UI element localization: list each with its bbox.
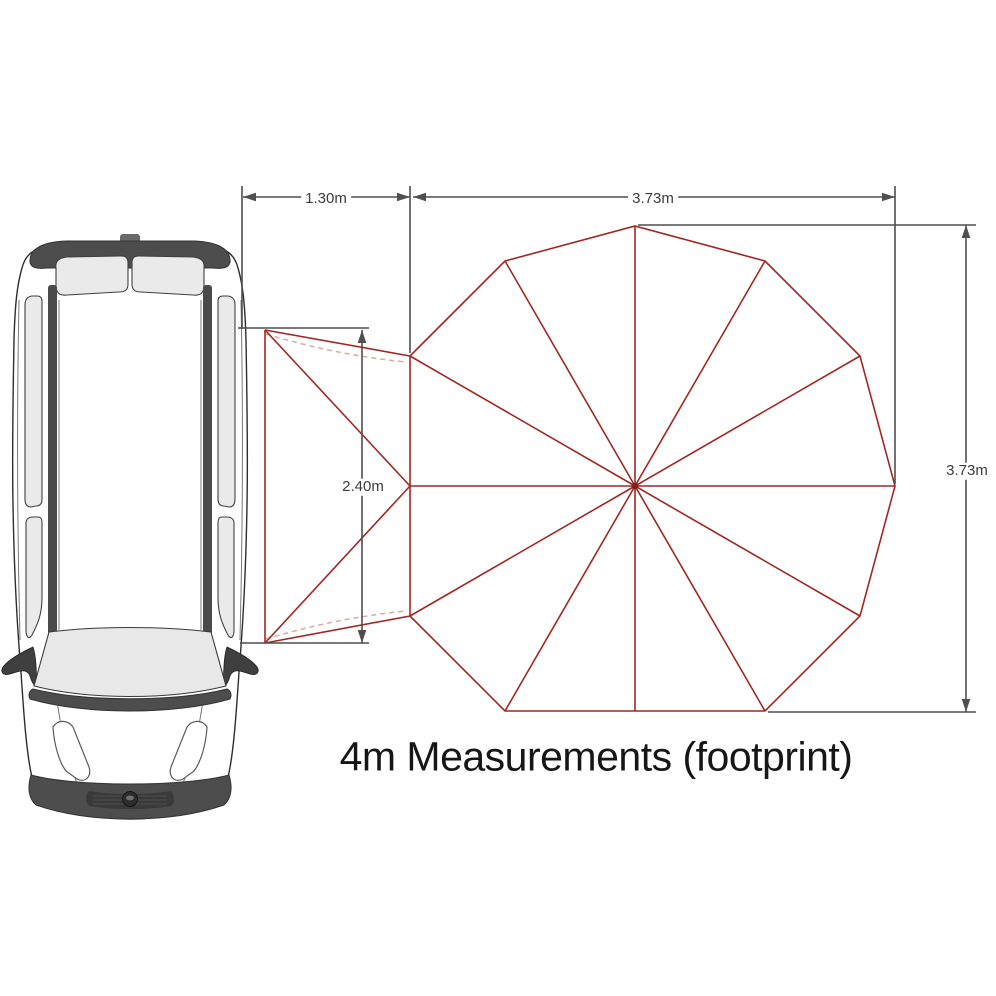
- van-side-window-front: [25, 516, 43, 639]
- van-logo-highlight: [126, 795, 134, 801]
- van-cowl-band: [28, 688, 232, 712]
- tunnel-bottom-edge: [264, 615, 411, 644]
- tunnel-dashed-top: [265, 333, 407, 363]
- van-headlight: [52, 720, 91, 781]
- van-body-edge-line: [17, 299, 21, 641]
- diagram-title: 4m Measurements (footprint): [339, 733, 853, 780]
- van-side-window-rear: [24, 295, 43, 508]
- van-roof-rail: [48, 285, 57, 635]
- tunnel-dashed-bottom: [265, 610, 407, 640]
- canopy-outline: [409, 225, 896, 712]
- awning-tunnel: [264, 329, 411, 644]
- van-left-side-parts: [1, 255, 129, 791]
- van-antenna: [120, 234, 140, 242]
- canopy-hub: [631, 482, 639, 490]
- van-top-view: [1, 234, 259, 820]
- tunnel-diagonal-top: [264, 329, 411, 487]
- extension-lines: [238, 186, 976, 713]
- van-rear-window: [55, 255, 129, 296]
- tunnel-top-edge: [264, 329, 411, 357]
- dimension-label-tunnel-length: 1.30m: [301, 190, 351, 208]
- dimension-label-vehicle-opening: 2.40m: [338, 478, 388, 496]
- van-windshield: [33, 626, 227, 698]
- awning-footprint: [264, 225, 896, 712]
- dim-arrowheads: [243, 192, 971, 712]
- dimension-label-canopy-width: 3.73m: [628, 190, 678, 208]
- dimension-label-canopy-depth: 3.73m: [942, 462, 992, 480]
- van-body: [11, 244, 249, 820]
- canopy-spokes: [409, 226, 895, 712]
- tunnel-diagonal-bottom: [264, 485, 411, 644]
- dimension-annotations: [238, 186, 976, 713]
